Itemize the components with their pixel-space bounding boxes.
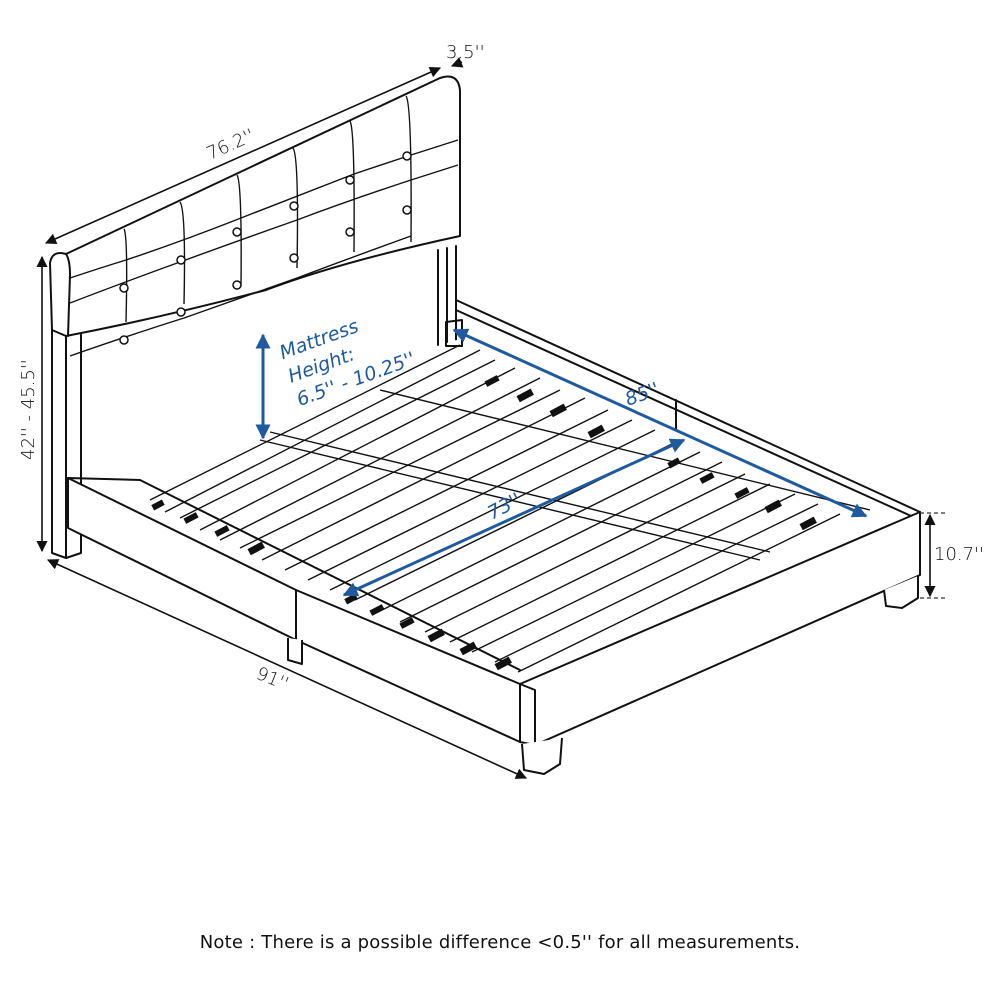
headboard-depth-label: 3.5'' (446, 42, 485, 63)
blue-dimension-lines (255, 328, 868, 597)
bed-frame (67, 299, 921, 775)
headboard-width-label: 76.2'' (203, 125, 257, 165)
frame-height-label: 10.7'' (934, 544, 984, 565)
headboard-height-label: 42'' - 45.5'' (18, 359, 39, 460)
measurement-note: Note : There is a possible difference <0… (199, 932, 801, 953)
dimension-lines (36, 57, 946, 779)
